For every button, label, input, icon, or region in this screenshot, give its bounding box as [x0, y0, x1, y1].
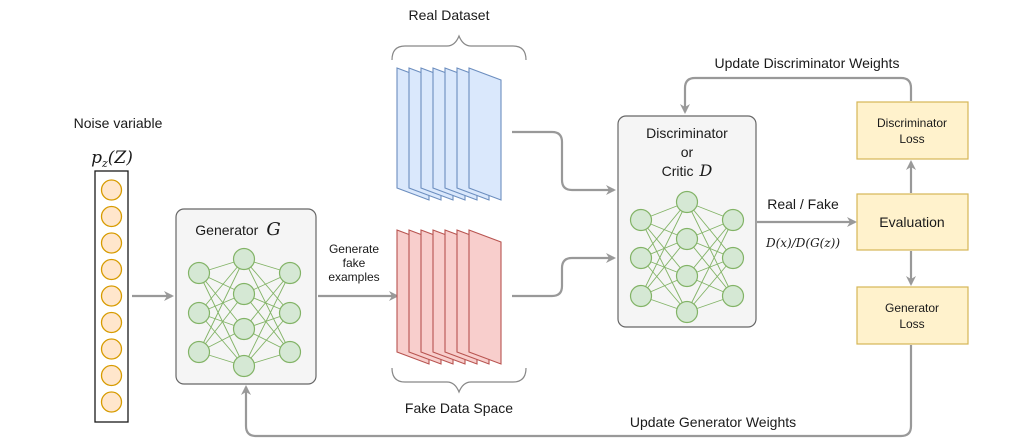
generator-loss-section: Generator Loss	[856, 286, 969, 345]
network-node	[629, 284, 653, 308]
network-edge	[198, 258, 245, 353]
network-node	[629, 246, 653, 270]
generator-network	[187, 247, 302, 378]
network-edge	[243, 293, 291, 353]
update-generator-label: Update Generator Weights	[630, 414, 796, 430]
update-discriminator-label: Update Discriminator Weights	[715, 55, 900, 71]
network-node	[675, 190, 699, 214]
network-edge	[198, 272, 245, 330]
real-fake-formula: D(x)/D(G(z))	[765, 236, 840, 250]
network-edge	[686, 219, 734, 313]
discriminator-title-line1: Discriminator	[646, 125, 728, 141]
connectors	[132, 76, 916, 438]
noise-nodes	[100, 179, 123, 413]
real-dataset-label: Real Dataset	[409, 7, 490, 23]
network-edge	[640, 257, 688, 313]
network-node	[187, 261, 211, 285]
discriminator-loss-section: Discriminator Loss	[856, 101, 969, 160]
discriminator-loss-line1: Discriminator	[877, 116, 947, 130]
noise-node	[100, 179, 123, 201]
noise-node	[100, 232, 123, 254]
generator-loss-box	[856, 286, 969, 345]
network-edge	[686, 201, 734, 297]
network-node	[232, 354, 256, 378]
network-edge	[243, 312, 291, 367]
noise-formula: pz(Z)	[91, 148, 133, 170]
noise-node	[100, 311, 123, 334]
noise-section: Noise variable pz(Z)	[74, 115, 163, 423]
network-node	[187, 340, 211, 364]
network-edge	[243, 272, 291, 367]
network-node	[232, 282, 256, 306]
evaluation-box	[856, 193, 969, 251]
fake-data-brace	[391, 367, 527, 394]
fake-data-sheets	[396, 229, 502, 365]
noise-node	[100, 338, 123, 360]
network-edge	[243, 272, 291, 330]
fake-data-section: Fake Data Space	[391, 229, 527, 416]
arrow-update-generator	[241, 345, 913, 438]
network-edge	[198, 258, 245, 314]
fake-data-sheet	[468, 229, 502, 365]
network-edge	[686, 238, 734, 297]
noise-node	[100, 391, 123, 413]
network-edge	[686, 219, 734, 277]
discriminator-network	[629, 190, 745, 324]
network-edge	[198, 312, 245, 367]
generate-label-line3: examples	[328, 270, 379, 284]
generator-loss-line1: Generator	[885, 301, 939, 315]
real-dataset-section: Real Dataset	[391, 7, 527, 201]
evaluation-section: Evaluation	[856, 193, 969, 251]
real-dataset-brace	[391, 34, 527, 61]
arrow-real-to-discriminator	[512, 130, 616, 195]
network-node	[232, 317, 256, 341]
network-edge	[640, 238, 688, 297]
network-node	[232, 247, 256, 271]
real-fake-label: Real / Fake	[767, 196, 839, 212]
network-edge	[198, 293, 245, 353]
network-node	[721, 208, 745, 232]
arrow-update-discriminator	[680, 76, 913, 114]
discriminator-title-line2: or	[681, 144, 694, 160]
discriminator-loss-box	[856, 101, 969, 160]
network-edge	[243, 258, 291, 353]
real-data-sheets	[396, 67, 502, 201]
noise-node	[100, 205, 123, 228]
generator-loss-line2: Loss	[899, 317, 924, 331]
fake-data-label: Fake Data Space	[405, 400, 513, 416]
arrow-fake-to-discriminator	[512, 253, 616, 298]
network-node	[675, 264, 699, 288]
network-edge	[243, 258, 291, 314]
network-node	[675, 300, 699, 324]
network-node	[187, 301, 211, 325]
network-edge	[686, 201, 734, 259]
noise-node	[100, 364, 123, 387]
network-edge	[198, 272, 245, 367]
network-node	[278, 261, 302, 285]
real-data-sheet	[468, 67, 502, 201]
noise-node	[100, 285, 123, 307]
network-node	[278, 301, 302, 325]
network-edge	[686, 257, 734, 313]
evaluation-label: Evaluation	[879, 214, 944, 230]
network-edge	[640, 201, 688, 297]
network-edge	[640, 201, 688, 259]
discriminator-box	[617, 115, 757, 328]
network-edge	[640, 219, 688, 313]
discriminator-loss-line2: Loss	[899, 132, 924, 146]
network-node	[675, 227, 699, 251]
generate-label-line1: Generate	[329, 242, 379, 256]
network-node	[721, 284, 745, 308]
network-node	[278, 340, 302, 364]
generate-label-line2: fake	[343, 256, 366, 270]
noise-node	[100, 258, 123, 281]
noise-label: Noise variable	[74, 115, 163, 131]
network-node	[721, 246, 745, 270]
network-node	[629, 208, 653, 232]
